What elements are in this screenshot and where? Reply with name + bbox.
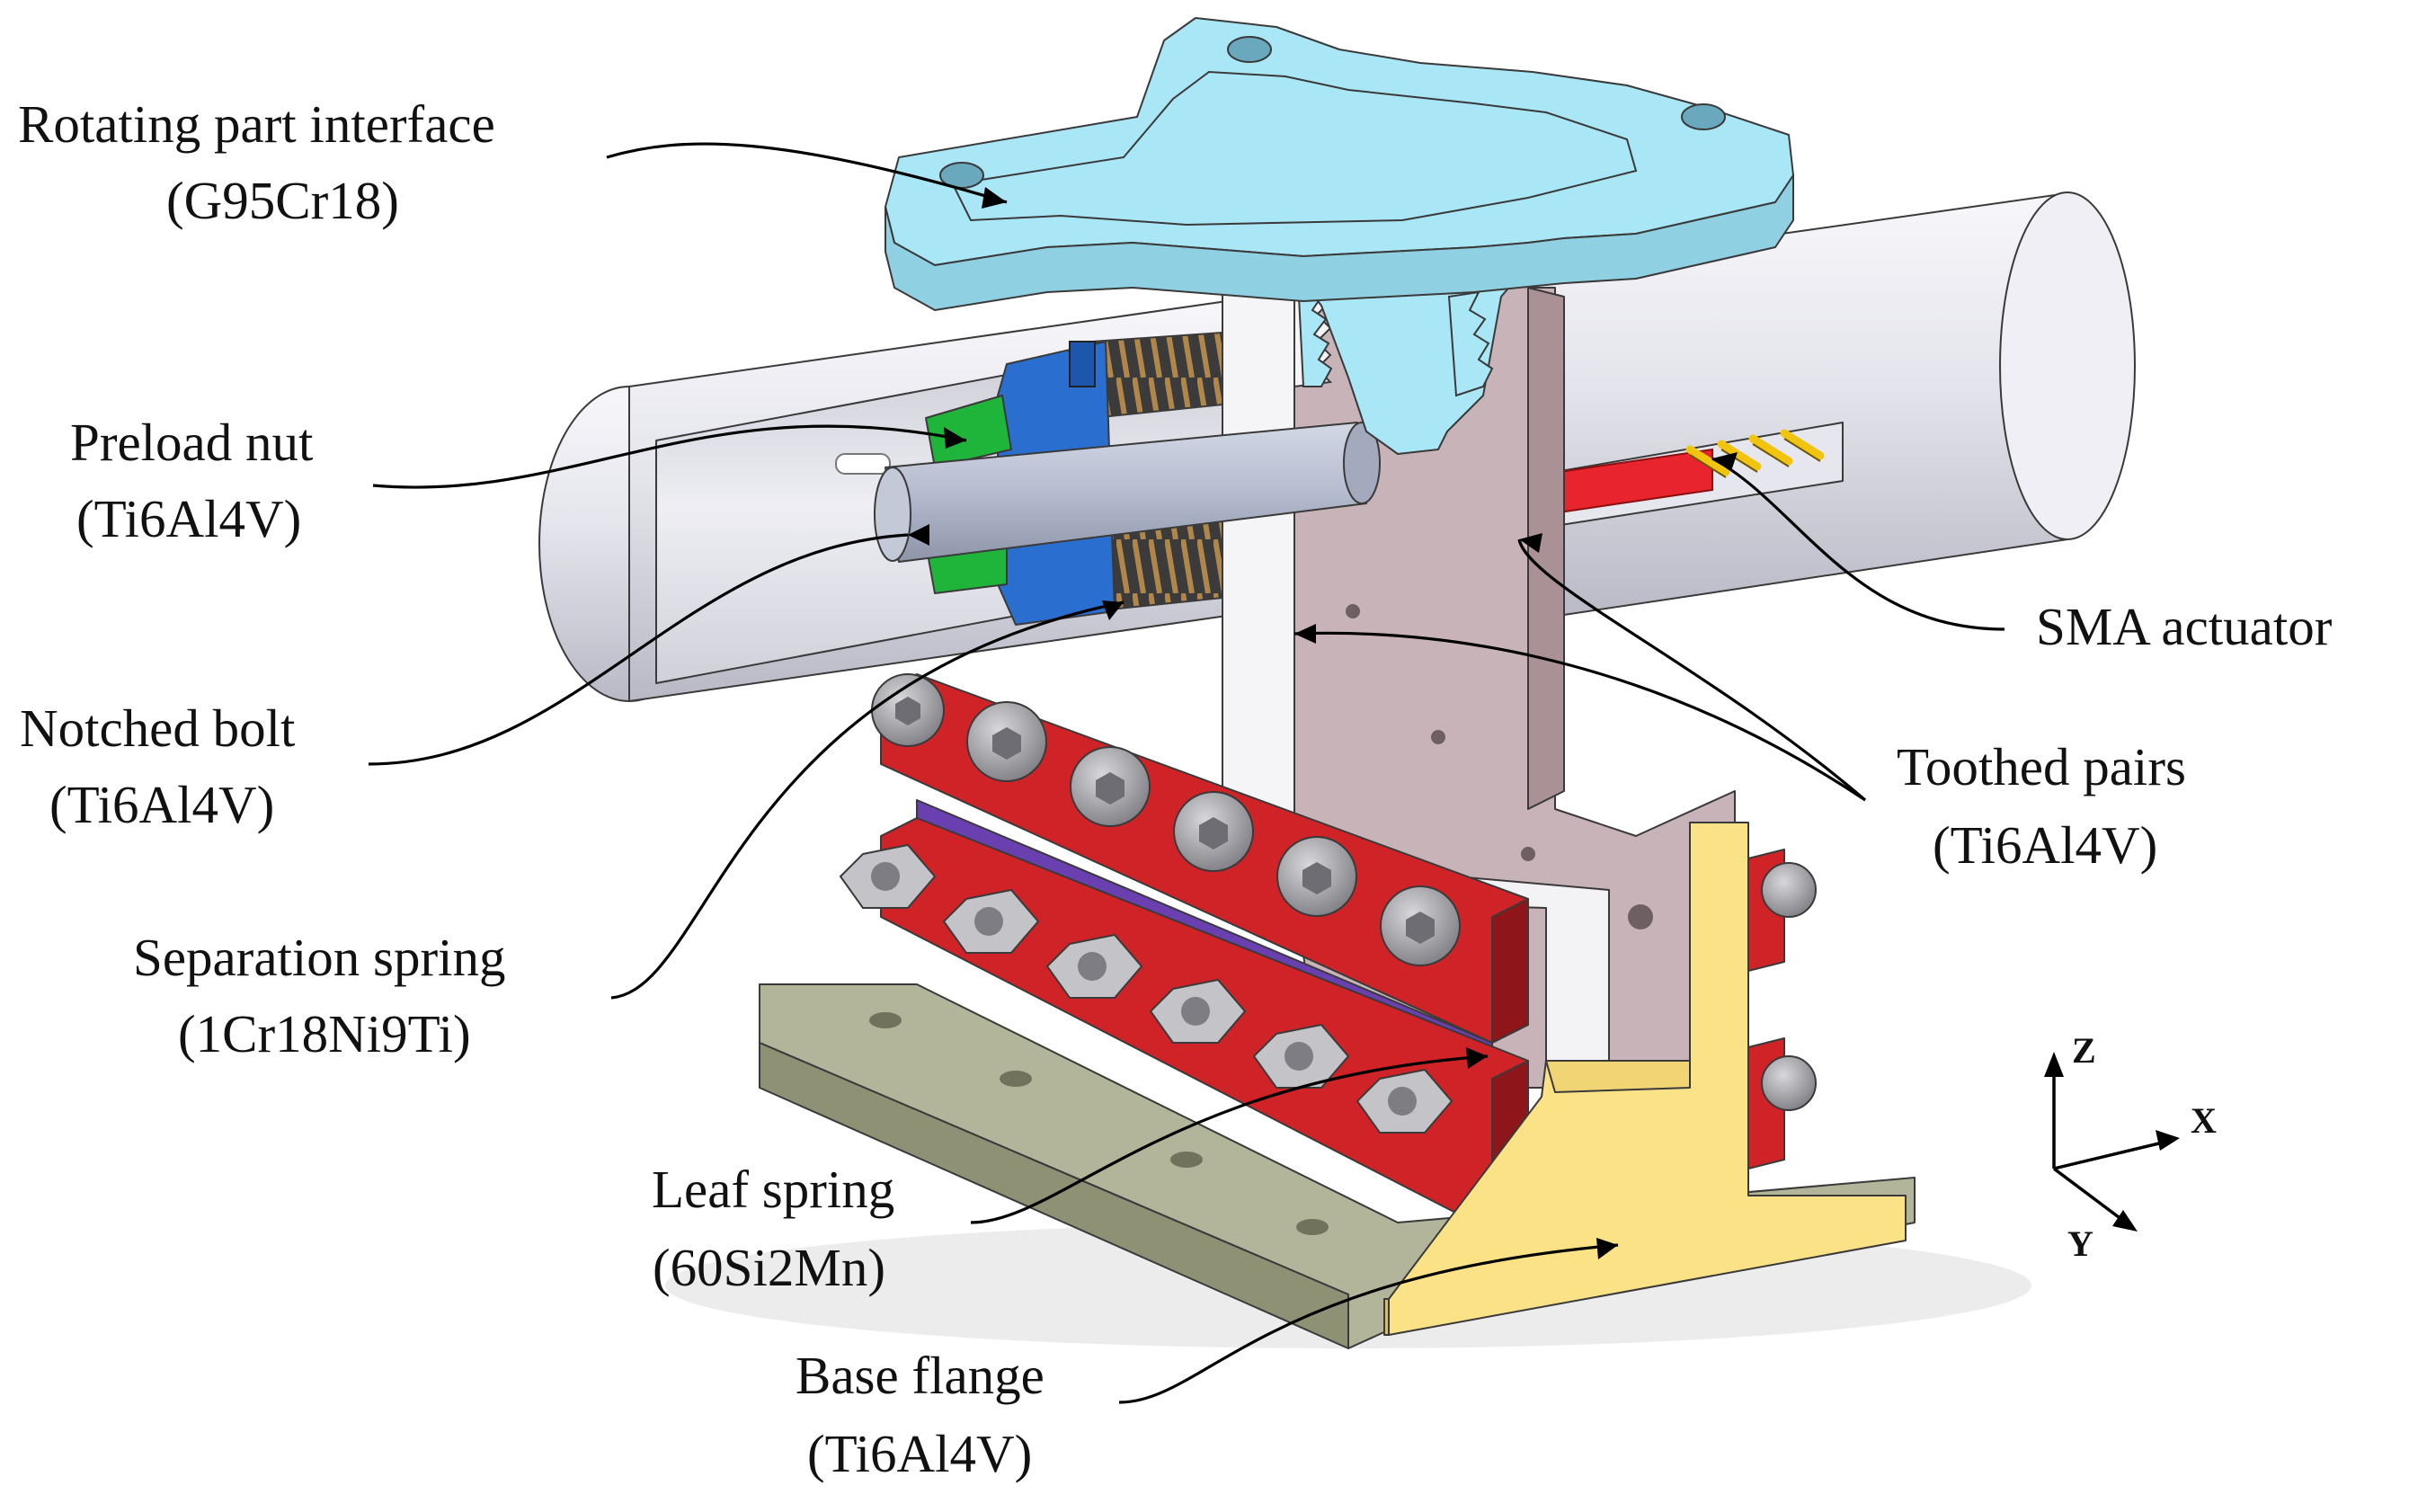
base-flange — [1383, 822, 1907, 1336]
label-leaf-spring-material: (60Si2Mn) — [653, 1238, 885, 1297]
label-base-flange-name: Base flange — [796, 1346, 1044, 1405]
sma-actuator-housing — [1527, 191, 2136, 621]
socket-cap-bolts — [871, 673, 1817, 1111]
x-axis-line — [2053, 1140, 2167, 1170]
rotating-part-interface — [884, 17, 1794, 455]
axis-label-x: X — [2191, 1100, 2217, 1141]
label-notched-bolt-name: Notched bolt — [20, 698, 296, 758]
leader-lines — [368, 142, 2005, 1404]
label-base-flange-material: (Ti6Al4V) — [807, 1424, 1032, 1483]
coordinate-triad: Z X Y — [2044, 1030, 2217, 1264]
leader-arrowheads — [908, 187, 1738, 1259]
label-separation-spring-material: (1Cr18Ni9Ti) — [178, 1004, 471, 1063]
label-leaf-spring-name: Leaf spring — [652, 1160, 894, 1219]
bolt-nut-assembly — [874, 332, 1381, 626]
label-rotating-interface-name: Rotating part interface — [18, 94, 495, 154]
label-sma-actuator-name: SMA actuator — [2036, 597, 2333, 656]
hex-nuts — [839, 843, 1453, 1134]
label-rotating-interface-material: (G95Cr18) — [166, 171, 399, 230]
y-axis-arrowhead — [2112, 1210, 2138, 1232]
x-axis-arrowhead — [2156, 1130, 2180, 1151]
axis-label-y: Y — [2067, 1223, 2093, 1264]
part-labels: Rotating part interface (G95Cr18) Preloa… — [18, 94, 2333, 1483]
y-axis-line — [2052, 1167, 2128, 1224]
label-separation-spring-name: Separation spring — [133, 928, 506, 987]
label-preload-nut-material: (Ti6Al4V) — [76, 489, 301, 548]
label-notched-bolt-material: (Ti6Al4V) — [49, 775, 274, 834]
z-axis-arrowhead — [2044, 1052, 2064, 1077]
label-toothed-pairs-material: (Ti6Al4V) — [1933, 815, 2157, 875]
axis-label-z: Z — [2072, 1030, 2096, 1071]
label-toothed-pairs-name: Toothed pairs — [1897, 737, 2186, 796]
label-preload-nut-name: Preload nut — [70, 413, 314, 472]
